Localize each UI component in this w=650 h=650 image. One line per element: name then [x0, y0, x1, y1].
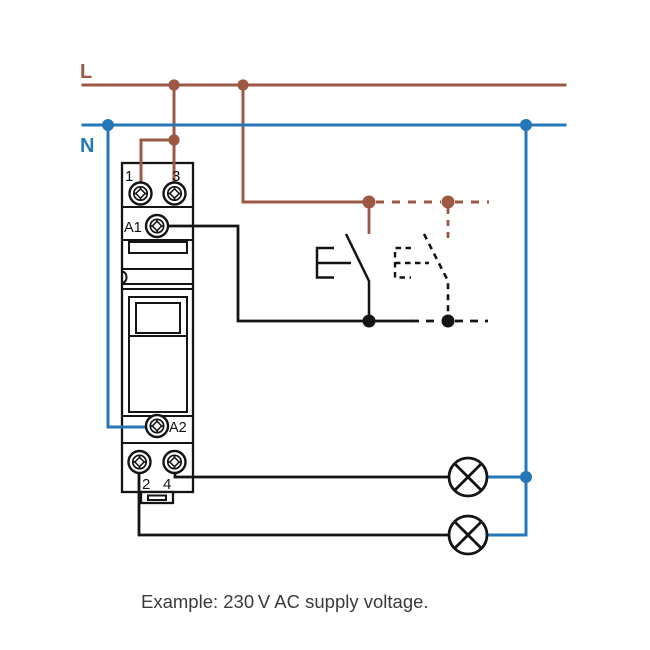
screw-terminal-a1	[144, 213, 170, 239]
junction-dot	[441, 314, 455, 328]
switch1-lever	[344, 233, 371, 321]
wire-l-to-terminal1	[139, 138, 176, 184]
din-clip-slot	[147, 494, 167, 501]
terminal-3-label: 3	[172, 168, 180, 185]
optional-pushbutton-switch	[393, 233, 450, 315]
pushbutton-switch	[315, 233, 371, 321]
screw-terminal-1	[128, 181, 153, 206]
lamp-icon	[447, 456, 489, 498]
wire-n-to-lamp2	[485, 123, 528, 537]
relay-rocker-button	[135, 302, 181, 334]
phase-circuit	[81, 79, 567, 240]
terminal-2-label: 2	[142, 476, 150, 493]
switch2-lever	[422, 233, 450, 315]
terminal-1-label: 1	[125, 168, 133, 185]
junction-dot	[102, 119, 114, 131]
l-line-label: L	[80, 61, 92, 83]
terminal-a1-label: A1	[124, 220, 142, 236]
junction-dot	[362, 314, 376, 328]
terminal-4-label: 4	[163, 476, 171, 493]
wire-terminal2-to-lamp2	[137, 460, 451, 537]
relay-label-holder	[122, 270, 128, 284]
junction-dot	[441, 195, 455, 209]
n-line-label: N	[80, 135, 94, 157]
lamp-icon	[447, 514, 489, 556]
screw-terminal-4	[162, 449, 187, 475]
screw-terminal-2	[127, 449, 152, 475]
wire-n-to-a2	[106, 123, 159, 429]
relay-rocker-frame	[128, 296, 188, 413]
wire-a1-to-switch	[155, 224, 413, 323]
junction-dot	[520, 119, 532, 131]
din-clip	[139, 490, 175, 505]
junction-dot	[237, 79, 249, 91]
screw-terminal-3	[162, 181, 187, 206]
caption: Example: 230 V AC supply voltage.	[141, 591, 429, 612]
screw-terminal-a2	[144, 413, 170, 439]
wire-terminal4-to-lamp1	[173, 460, 451, 479]
control-circuit	[155, 224, 488, 328]
relay-band	[128, 241, 188, 254]
terminal-a2-label: A2	[169, 420, 187, 436]
wire-l-to-switch	[241, 83, 368, 204]
junction-dot	[168, 79, 180, 91]
junction-dot	[168, 134, 180, 146]
junction-dot	[520, 471, 532, 483]
junction-dot	[362, 195, 376, 209]
neutral-circuit	[81, 119, 567, 537]
